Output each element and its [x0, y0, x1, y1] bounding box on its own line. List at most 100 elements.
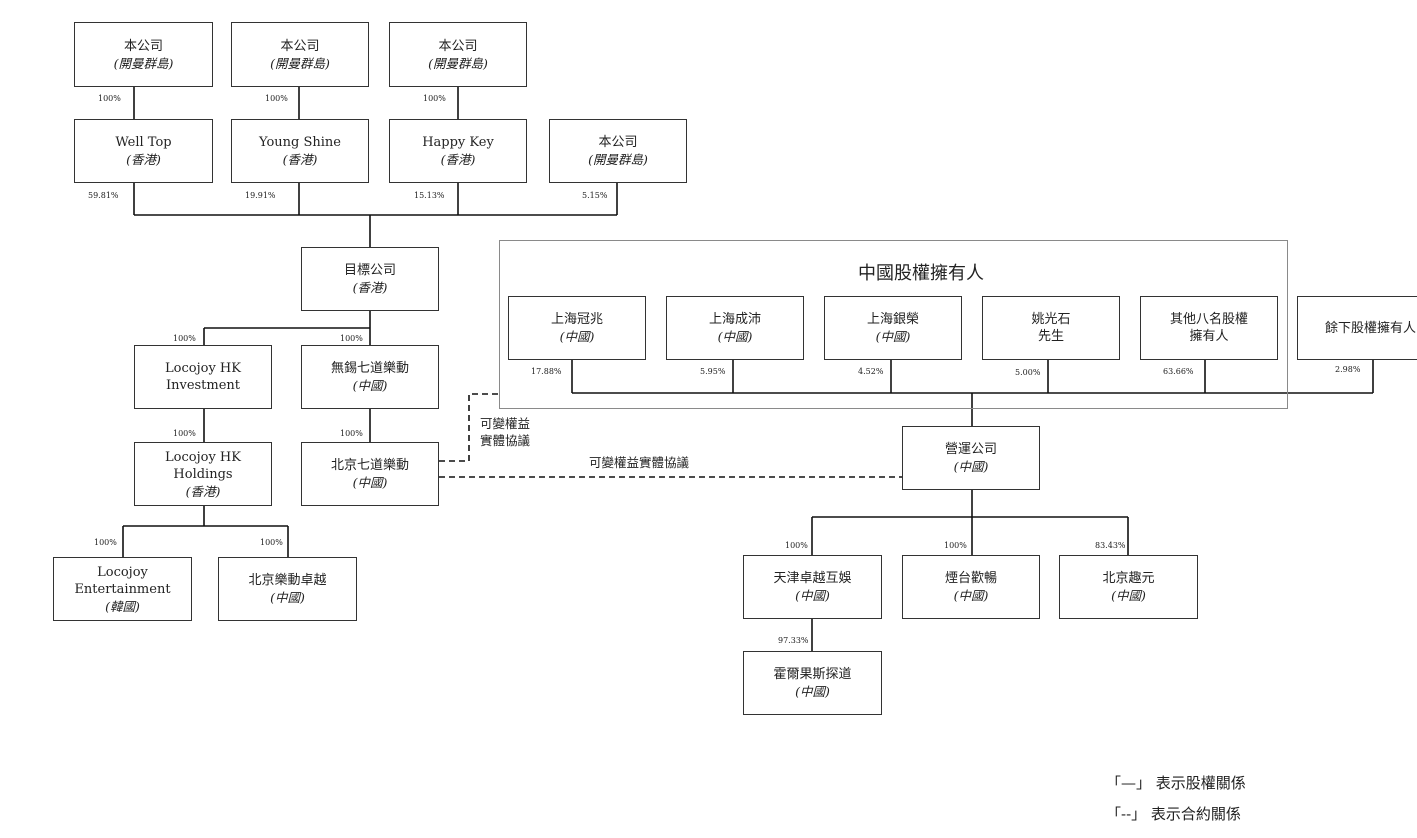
entity-name: 北京趣元	[1102, 571, 1155, 586]
prc-owners-title: 中國股權擁有人	[858, 263, 984, 284]
entity-name: Well Top	[115, 135, 172, 150]
entity-jurisdiction: (香港)	[126, 152, 161, 167]
entity-jurisdiction: (中國)	[717, 329, 753, 344]
entity-box: 上海冠兆 (中國)	[508, 296, 646, 360]
entity-name: 上海銀榮	[866, 312, 919, 327]
entity-box: Locojoy HK Holdings (香港)	[134, 442, 272, 506]
entity-jurisdiction: (中國)	[352, 378, 388, 393]
entity-name: 本公司	[598, 135, 638, 150]
ownership-percent: 5.00%	[1015, 368, 1041, 377]
entity-name: 北京樂動卓越	[248, 573, 327, 588]
entity-box: 餘下股權擁有人	[1297, 296, 1417, 360]
ownership-percent: 100%	[340, 429, 363, 438]
ownership-percent: 97.33%	[778, 636, 809, 645]
entity-name: Locojoy HK Holdings	[165, 449, 241, 482]
entity-box: 煙台歡暢 (中國)	[902, 555, 1040, 619]
entity-jurisdiction: (開曼群島)	[270, 55, 330, 71]
entity-box: 北京趣元 (中國)	[1059, 555, 1198, 619]
legend-contract-symbol: 「--」	[1106, 805, 1147, 823]
entity-name: 本公司	[123, 38, 163, 54]
vie-label-line1: 可變權益	[480, 416, 531, 431]
entity-name: 餘下股權擁有人	[1325, 320, 1417, 336]
entity-name: 其他八名股權	[1169, 312, 1248, 327]
entity-box: Locojoy Entertainment (韓國)	[53, 557, 192, 621]
entity-name: 霍爾果斯探道	[773, 667, 852, 682]
entity-name: Happy Key	[422, 135, 494, 150]
entity-box: 營運公司 (中國)	[902, 426, 1040, 490]
entity-name: 無錫七道樂動	[330, 361, 409, 376]
ownership-percent: 59.81%	[88, 191, 119, 200]
entity-jurisdiction: (香港)	[282, 152, 318, 167]
entity-box: Young Shine (香港)	[231, 119, 369, 183]
legend-contract-text: 表示合約關係	[1150, 805, 1241, 823]
entity-box: 本公司 (開曼群島)	[389, 22, 527, 87]
ownership-percent: 5.95%	[700, 367, 726, 376]
entity-name: 姚光石	[1031, 312, 1071, 327]
entity-box: 天津卓越互娛 (中國)	[743, 555, 882, 619]
entity-name: 上海冠兆	[550, 312, 603, 327]
entity-box: Happy Key (香港)	[389, 119, 527, 183]
entity-name: 天津卓越互娛	[773, 571, 852, 586]
entity-name: 北京七道樂動	[330, 458, 409, 473]
entity-box: 本公司 (開曼群島)	[74, 22, 213, 87]
entity-jurisdiction: (開曼群島)	[428, 55, 488, 71]
entity-jurisdiction: (香港)	[440, 152, 476, 167]
ownership-percent: 100%	[94, 538, 117, 547]
entity-name: 煙台歡暢	[944, 571, 997, 586]
ownership-percent: 2.98%	[1335, 365, 1361, 374]
ownership-percent: 63.66%	[1163, 367, 1194, 376]
vie-agreement-label: 可變權益 實體協議	[480, 415, 530, 449]
equity-lines	[122, 87, 1374, 651]
ownership-percent: 100%	[173, 334, 196, 343]
entity-jurisdiction: (開曼群島)	[113, 55, 174, 71]
entity-box: 霍爾果斯探道 (中國)	[743, 651, 882, 715]
ownership-percent: 100%	[423, 94, 446, 103]
entity-box: 姚光石 先生	[982, 296, 1120, 360]
entity-name: Young Shine	[259, 135, 341, 150]
entity-jurisdiction: (中國)	[953, 459, 989, 474]
entity-jurisdiction: (中國)	[270, 590, 305, 605]
entity-box: 上海銀榮 (中國)	[824, 296, 962, 360]
ownership-percent: 100%	[260, 538, 283, 547]
ownership-percent: 100%	[944, 541, 967, 550]
entity-name: 本公司	[280, 38, 320, 54]
ownership-percent: 100%	[340, 334, 363, 343]
entity-box: Locojoy HK Investment	[134, 345, 272, 409]
legend-equity: 「—」 表示股權關係	[1106, 772, 1246, 793]
legend-equity-symbol: 「—」	[1106, 774, 1152, 792]
ownership-percent: 100%	[785, 541, 808, 550]
entity-jurisdiction: (中國)	[1111, 588, 1146, 603]
entity-box: 本公司 (開曼群島)	[231, 22, 369, 87]
ownership-percent: 83.43%	[1095, 541, 1126, 550]
entity-name: 營運公司	[944, 442, 997, 457]
entity-jurisdiction: (開曼群島)	[588, 152, 648, 167]
entity-jurisdiction: (中國)	[559, 329, 595, 344]
entity-name: 本公司	[438, 38, 478, 54]
legend-contract: 「--」 表示合約關係	[1106, 803, 1241, 824]
entity-name: Locojoy Entertainment	[74, 564, 171, 597]
entity-box: 北京樂動卓越 (中國)	[218, 557, 357, 621]
entity-name-cont: 擁有人	[1189, 329, 1229, 344]
entity-name: 目標公司	[343, 263, 396, 278]
ownership-percent: 100%	[265, 94, 288, 103]
entity-name: Locojoy HK Investment	[165, 361, 241, 393]
entity-jurisdiction: (中國)	[352, 475, 388, 490]
prc-owners-frame	[499, 240, 1288, 409]
entity-jurisdiction: (中國)	[795, 588, 830, 603]
ownership-percent: 5.15%	[582, 191, 608, 200]
entity-jurisdiction: (中國)	[953, 588, 989, 603]
entity-jurisdiction: (香港)	[185, 483, 221, 499]
entity-box: 北京七道樂動 (中國)	[301, 442, 439, 506]
vie-agreement-label: 可變權益實體協議	[589, 455, 690, 470]
ownership-percent: 17.88%	[531, 367, 562, 376]
entity-box: 上海成沛 (中國)	[666, 296, 804, 360]
entity-title: 先生	[1037, 329, 1064, 344]
contract-line-upper	[439, 393, 500, 462]
ownership-percent: 100%	[173, 429, 196, 438]
entity-box: Well Top (香港)	[74, 119, 213, 183]
vie-label-line2: 實體協議	[480, 433, 531, 448]
ownership-percent: 15.13%	[414, 191, 445, 200]
entity-box: 其他八名股權 擁有人	[1140, 296, 1278, 360]
